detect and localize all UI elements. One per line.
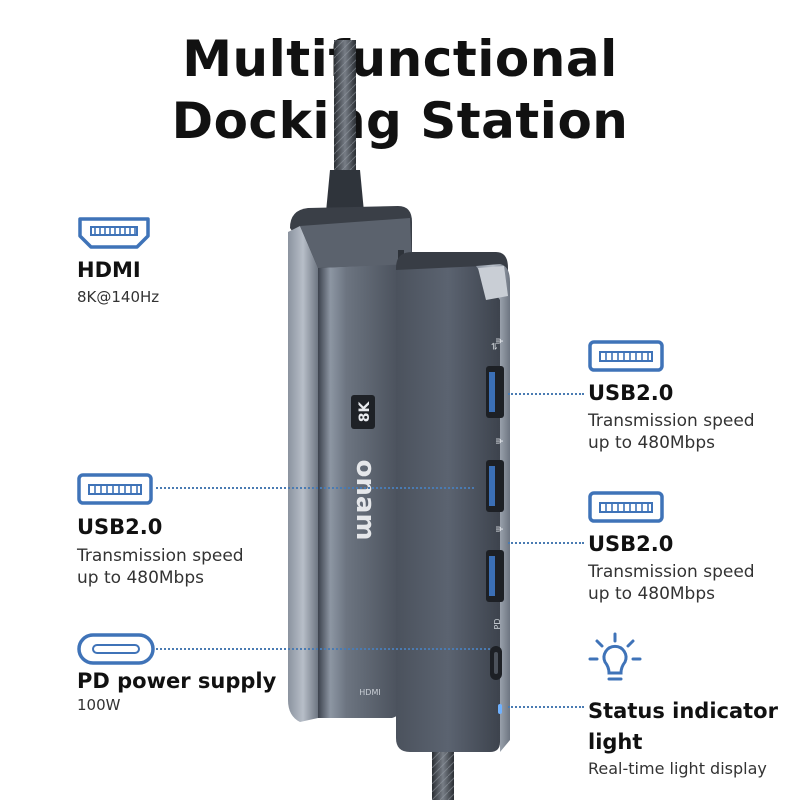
usb-port-1: ⇌ — [486, 342, 504, 418]
device-brand: ɯɐuo — [348, 459, 378, 540]
usb-a-port-icon — [588, 491, 664, 523]
cable-top — [326, 40, 364, 220]
feature-hdmi: HDMI 8K@140Hz — [77, 257, 159, 308]
feature-hdmi-name: HDMI — [77, 258, 141, 282]
feature-usb-left: USB2.0 Transmission speed up to 480Mbps — [77, 514, 244, 589]
leader-pd — [156, 648, 490, 650]
usb-a-port-icon — [588, 340, 664, 372]
leader-status — [508, 706, 584, 708]
feature-usb-right-bottom-name: USB2.0 — [588, 532, 674, 556]
feature-usb-left-name: USB2.0 — [77, 515, 163, 539]
feature-status-name-1: Status indicator — [588, 699, 778, 723]
feature-hdmi-desc: 8K@140Hz — [77, 288, 160, 306]
svg-text:ψ: ψ — [494, 526, 504, 532]
brand-area: 8K ɯɐuo HDMI — [348, 395, 381, 697]
lightbulb-icon — [588, 632, 642, 681]
feature-usb-right-bottom: USB2.0 Transmission speed up to 480Mbps — [588, 531, 755, 605]
feature-pd-desc: 100W — [77, 696, 121, 714]
status-light — [498, 704, 502, 714]
title-line-2: Docking Station — [171, 92, 629, 150]
svg-text:ψ: ψ — [494, 438, 504, 444]
feature-usb-right-top-name: USB2.0 — [588, 381, 674, 405]
feature-usb-right-bottom-desc2: up to 480Mbps — [588, 584, 715, 604]
usb-c-port — [490, 646, 502, 680]
leader-usb-right-bottom — [508, 542, 584, 544]
device-badge: 8K — [357, 401, 373, 423]
feature-status-name-2: light — [588, 730, 643, 754]
feature-usb-right-top-desc2: up to 480Mbps — [588, 433, 715, 453]
cable-bottom — [432, 752, 454, 800]
feature-usb-left-desc1: Transmission speed — [77, 546, 244, 566]
feature-pd-name: PD power supply — [77, 669, 277, 693]
feature-status-desc: Real-time light display — [588, 759, 767, 778]
feature-usb-left-desc2: up to 480Mbps — [77, 568, 204, 588]
pd-port-label: PD — [493, 619, 502, 630]
usb-c-port-icon — [77, 633, 155, 665]
usb-port-2 — [486, 460, 504, 512]
feature-usb-right-bottom-desc1: Transmission speed — [588, 562, 755, 582]
svg-text:⇌: ⇌ — [490, 342, 500, 350]
usb-port-3 — [486, 550, 504, 602]
feature-status: Status indicator light Real-time light d… — [588, 696, 778, 780]
title-line-1: Multifunctional — [182, 30, 618, 88]
feature-usb-right-top-desc1: Transmission speed — [588, 411, 755, 431]
usb-a-port-icon — [77, 473, 153, 505]
feature-pd: PD power supply 100W — [77, 668, 276, 716]
hdmi-port-label: HDMI — [359, 688, 380, 697]
leader-usb-right-top — [508, 393, 584, 395]
svg-text:ψ: ψ — [494, 338, 504, 344]
leader-usb-left — [156, 487, 474, 489]
hdmi-port-icon — [78, 217, 150, 249]
feature-usb-right-top: USB2.0 Transmission speed up to 480Mbps — [588, 380, 755, 454]
